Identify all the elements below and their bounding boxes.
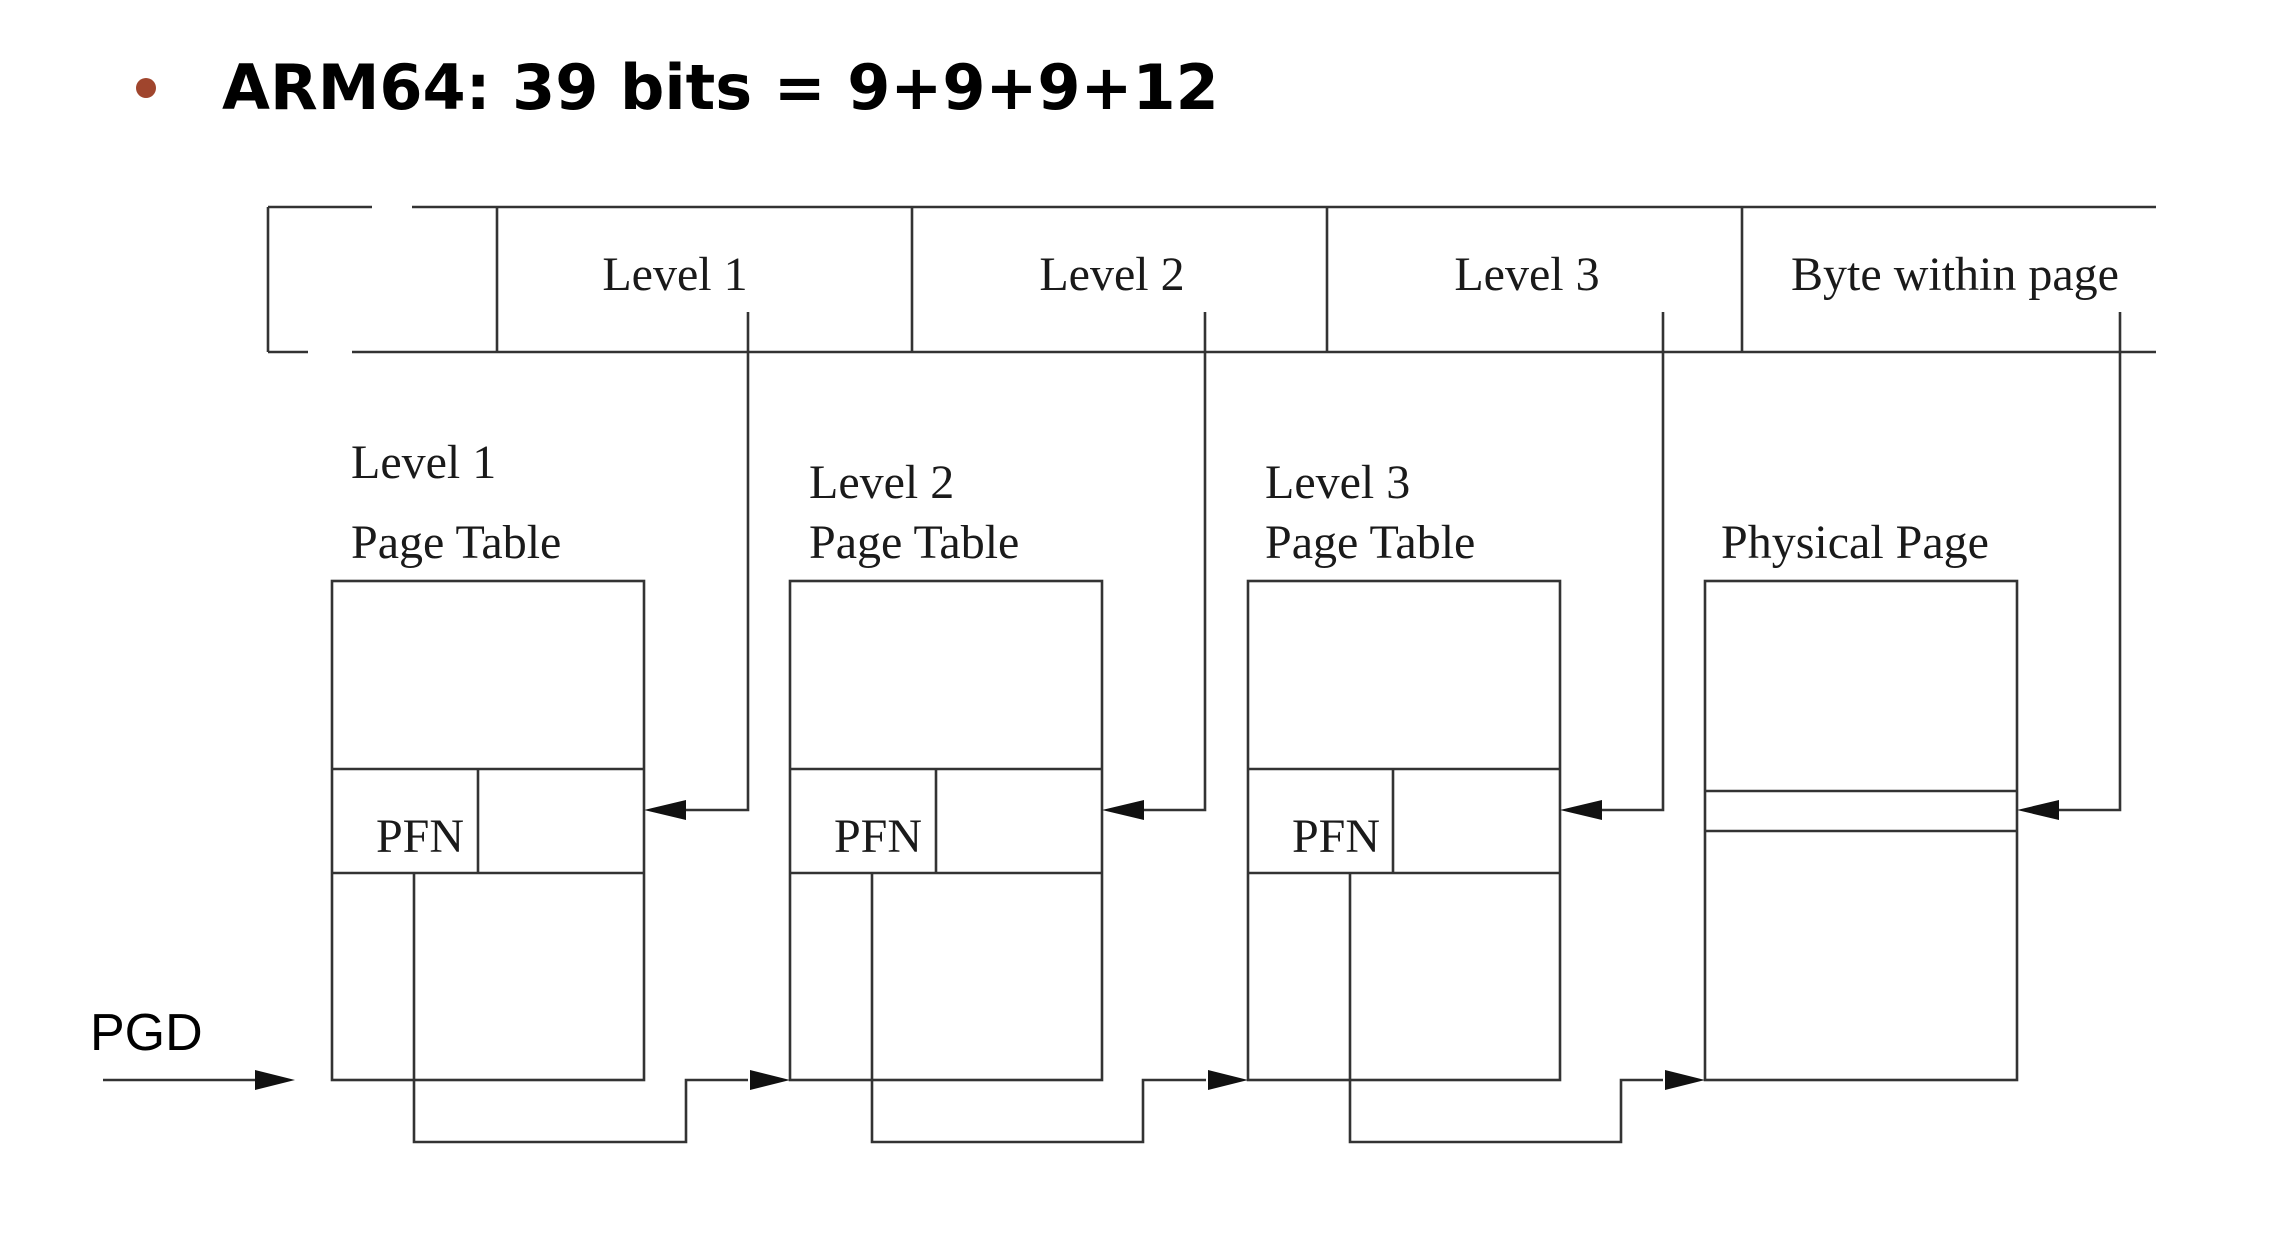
table2-title-line1: Level 2 <box>809 456 954 509</box>
pgd-pointer: PGD <box>90 1004 295 1090</box>
level3-pfn-arrowhead <box>1665 1070 1705 1090</box>
level3-pfn-label: PFN <box>1292 810 1380 863</box>
virtual-address-bar: Level 1 Level 2 Level 3 Byte within page <box>266 205 2156 354</box>
level3-page-table: PFN <box>1246 579 1562 1082</box>
address-field-level2-label: Level 2 <box>1039 248 1184 301</box>
table3-title-line2: Page Table <box>1265 516 1475 569</box>
table1-title-line2: Page Table <box>351 516 561 569</box>
level1-page-table: PFN <box>330 579 646 1082</box>
address-field-offset-label: Byte within page <box>1791 248 2119 301</box>
level1-index-arrowhead <box>644 800 686 820</box>
level2-index-arrowhead <box>1102 800 1144 820</box>
bullet-icon <box>136 78 156 98</box>
level1-pfn-arrowhead <box>750 1070 790 1090</box>
offset-arrowhead <box>2017 800 2059 820</box>
physical-page <box>1703 579 2019 1082</box>
level2-page-table: PFN <box>788 579 1104 1082</box>
level3-index-arrowhead <box>1560 800 1602 820</box>
table3-title-line1: Level 3 <box>1265 456 1410 509</box>
pgd-label: PGD <box>90 1004 203 1062</box>
pfn-arrows <box>412 873 1705 1144</box>
pgd-arrowhead <box>255 1070 295 1090</box>
table2-title-line2: Page Table <box>809 516 1019 569</box>
slide-heading: ARM64: 39 bits = 9+9+9+12 <box>222 51 1219 124</box>
index-arrows <box>644 312 2122 820</box>
physical-page-title: Physical Page <box>1721 516 1989 569</box>
address-field-level1-label: Level 1 <box>602 248 747 301</box>
level1-pfn-label: PFN <box>376 810 464 863</box>
address-field-level3-label: Level 3 <box>1454 248 1599 301</box>
table1-title-line1: Level 1 <box>351 436 496 489</box>
level2-pfn-arrowhead <box>1208 1070 1248 1090</box>
level2-pfn-label: PFN <box>834 810 922 863</box>
